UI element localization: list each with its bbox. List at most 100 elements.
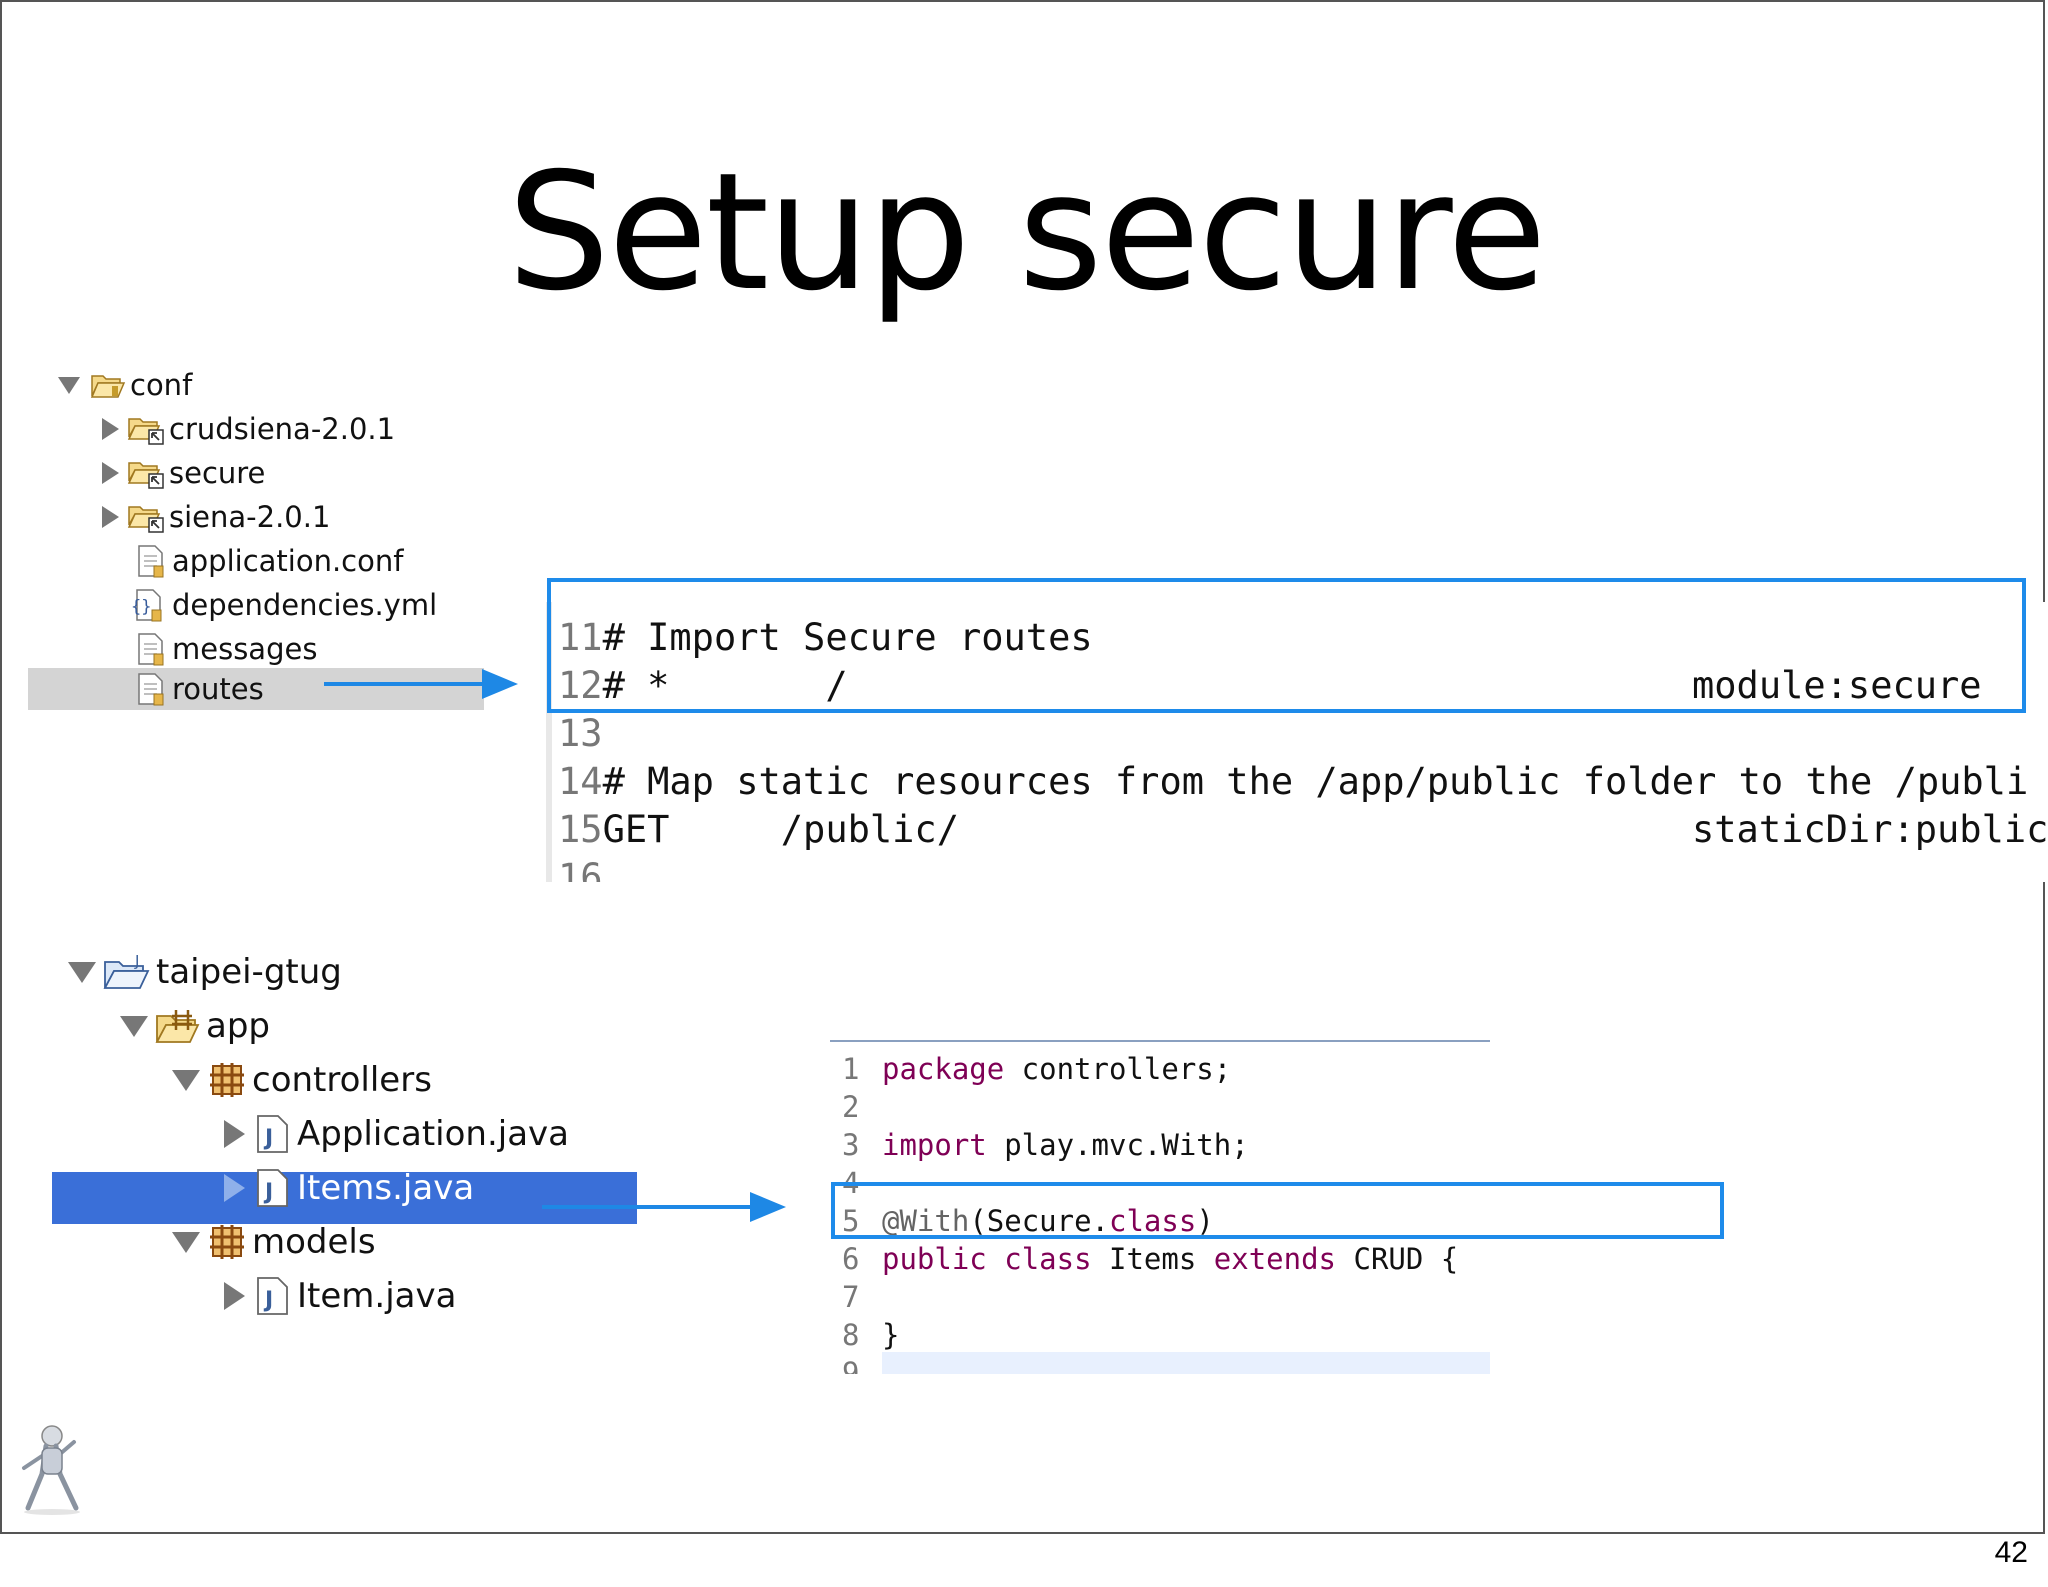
expand-right-icon[interactable] [102,462,119,484]
package-icon [208,1061,246,1099]
java-editor[interactable]: 1 2 3 4 5 6 7 8 9 package controllers; i… [830,1040,1490,1374]
expand-down-icon[interactable] [172,1231,200,1253]
keyword: class [1109,1204,1197,1238]
line-number: 13 [558,712,603,755]
project-tree: J taipei-gtug app controllers J Applicat… [2,952,702,1352]
tree-item-app[interactable]: app [120,1006,270,1046]
expand-down-icon[interactable] [120,1015,148,1037]
code-line-right: staticDir:public [1692,808,2048,851]
tree-item-items-java[interactable]: J Items.java [224,1168,474,1208]
tree-item-application-java[interactable]: J Application.java [224,1114,569,1154]
expand-right-icon[interactable] [224,1120,245,1148]
code-text: CRUD { [1353,1242,1459,1276]
line-number: 8 [842,1318,860,1352]
svg-text:J: J [263,1180,273,1205]
code-line-right: module:secure [1692,664,1982,707]
code-line: 16 [558,856,603,882]
pointer-arrow-shaft [324,682,484,686]
file-icon [134,632,168,666]
tree-label-items-java: Items.java [297,1168,475,1208]
svg-text:J: J [263,1288,273,1313]
code-text: } [882,1318,900,1352]
tree-item-routes[interactable]: routes [134,672,264,706]
line-number: 2 [842,1090,860,1124]
linked-folder-icon [127,413,167,445]
current-line-highlight [882,1352,1490,1374]
routes-editor[interactable]: 11# Import Secure routes 12# * / module:… [546,602,2048,882]
tree-label-dependencies: dependencies.yml [172,588,438,622]
line-number: 9 [842,1356,860,1374]
tree-item-item-java[interactable]: J Item.java [224,1276,456,1316]
tree-item-taipei-gtug[interactable]: J taipei-gtug [68,952,342,992]
code-line: 14# Map static resources from the /app/p… [558,760,2028,803]
line-number: 1 [842,1052,860,1086]
tree-item-messages[interactable]: messages [134,632,317,666]
code-text: # Map static resources from the /app/pub… [602,760,2029,803]
code-text: play.mvc.With; [986,1128,1249,1162]
line-number: 5 [842,1204,860,1238]
routes-highlight-box [547,578,2026,713]
linked-folder-icon [127,501,167,533]
tree-label-item-java: Item.java [297,1276,457,1316]
pointer-arrow-shaft [542,1205,750,1209]
code-text: GET /public/ [602,808,959,851]
tree-label-app: app [206,1006,270,1046]
tree-label-controllers: controllers [252,1060,432,1100]
page-number: 42 [1994,1536,2028,1569]
code-line: 15GET /public/ [558,808,959,851]
expand-down-icon[interactable] [58,376,80,394]
tree-label-messages: messages [172,632,318,666]
line-number: 3 [842,1128,860,1162]
tree-selection-highlight [52,1172,637,1224]
linked-folder-icon [127,457,167,489]
code-line: 12# * / [558,664,848,707]
tree-item-crudsiena[interactable]: crudsiena-2.0.1 [102,412,395,446]
code-text: # Import Secure routes [602,616,1093,659]
expand-down-icon[interactable] [68,961,96,983]
tree-label-taipei-gtug: taipei-gtug [156,952,342,992]
java-file-icon: J [255,1168,291,1208]
tree-item-conf[interactable]: conf [58,368,192,402]
tree-item-controllers[interactable]: controllers [172,1060,432,1100]
tree-label-models: models [252,1222,376,1262]
line-number: 7 [842,1280,860,1314]
tree-item-models[interactable]: models [172,1222,376,1262]
slide-title: Setup secure [507,139,1547,327]
editor-gutter [546,602,552,882]
file-icon [134,672,168,706]
code-text: Items [1109,1242,1197,1276]
code-line: 13 [558,712,603,755]
expand-down-icon[interactable] [172,1069,200,1091]
expand-right-icon[interactable] [224,1174,245,1202]
svg-text:J: J [263,1126,273,1151]
tree-item-siena[interactable]: siena-2.0.1 [102,500,330,534]
expand-right-icon[interactable] [224,1282,245,1310]
code-line: import play.mvc.With; [882,1128,1249,1162]
expand-right-icon[interactable] [102,506,119,528]
tree-item-application-conf[interactable]: application.conf [134,544,403,578]
code-text: (Secure. [969,1204,1109,1238]
tree-label-siena: siena-2.0.1 [169,500,331,534]
code-line: @With(Secure.class) [882,1204,1214,1238]
expand-right-icon[interactable] [102,418,119,440]
line-number: 12 [558,664,603,707]
code-text: ) [1196,1204,1214,1238]
annotation-highlight-box [831,1182,1724,1239]
slide: Setup secure conf crudsiena-2.0.1 secure [0,0,2048,1534]
keyword: public [882,1242,987,1276]
pointer-arrow-head [750,1192,786,1222]
annotation: @With [882,1204,970,1238]
java-project-icon: J [102,952,152,992]
source-folder-icon [154,1006,202,1046]
code-line: package controllers; [882,1052,1231,1086]
keyword: package [882,1052,1005,1086]
tree-item-dependencies[interactable]: {} dependencies.yml [128,588,437,622]
svg-text:J: J [134,952,139,970]
line-number: 16 [558,856,603,882]
keyword: class [1004,1242,1092,1276]
tree-item-secure[interactable]: secure [102,456,265,490]
line-number: 14 [558,760,603,803]
keyword: extends [1213,1242,1337,1276]
file-icon [134,544,168,578]
editor-gutter [830,1042,878,1374]
